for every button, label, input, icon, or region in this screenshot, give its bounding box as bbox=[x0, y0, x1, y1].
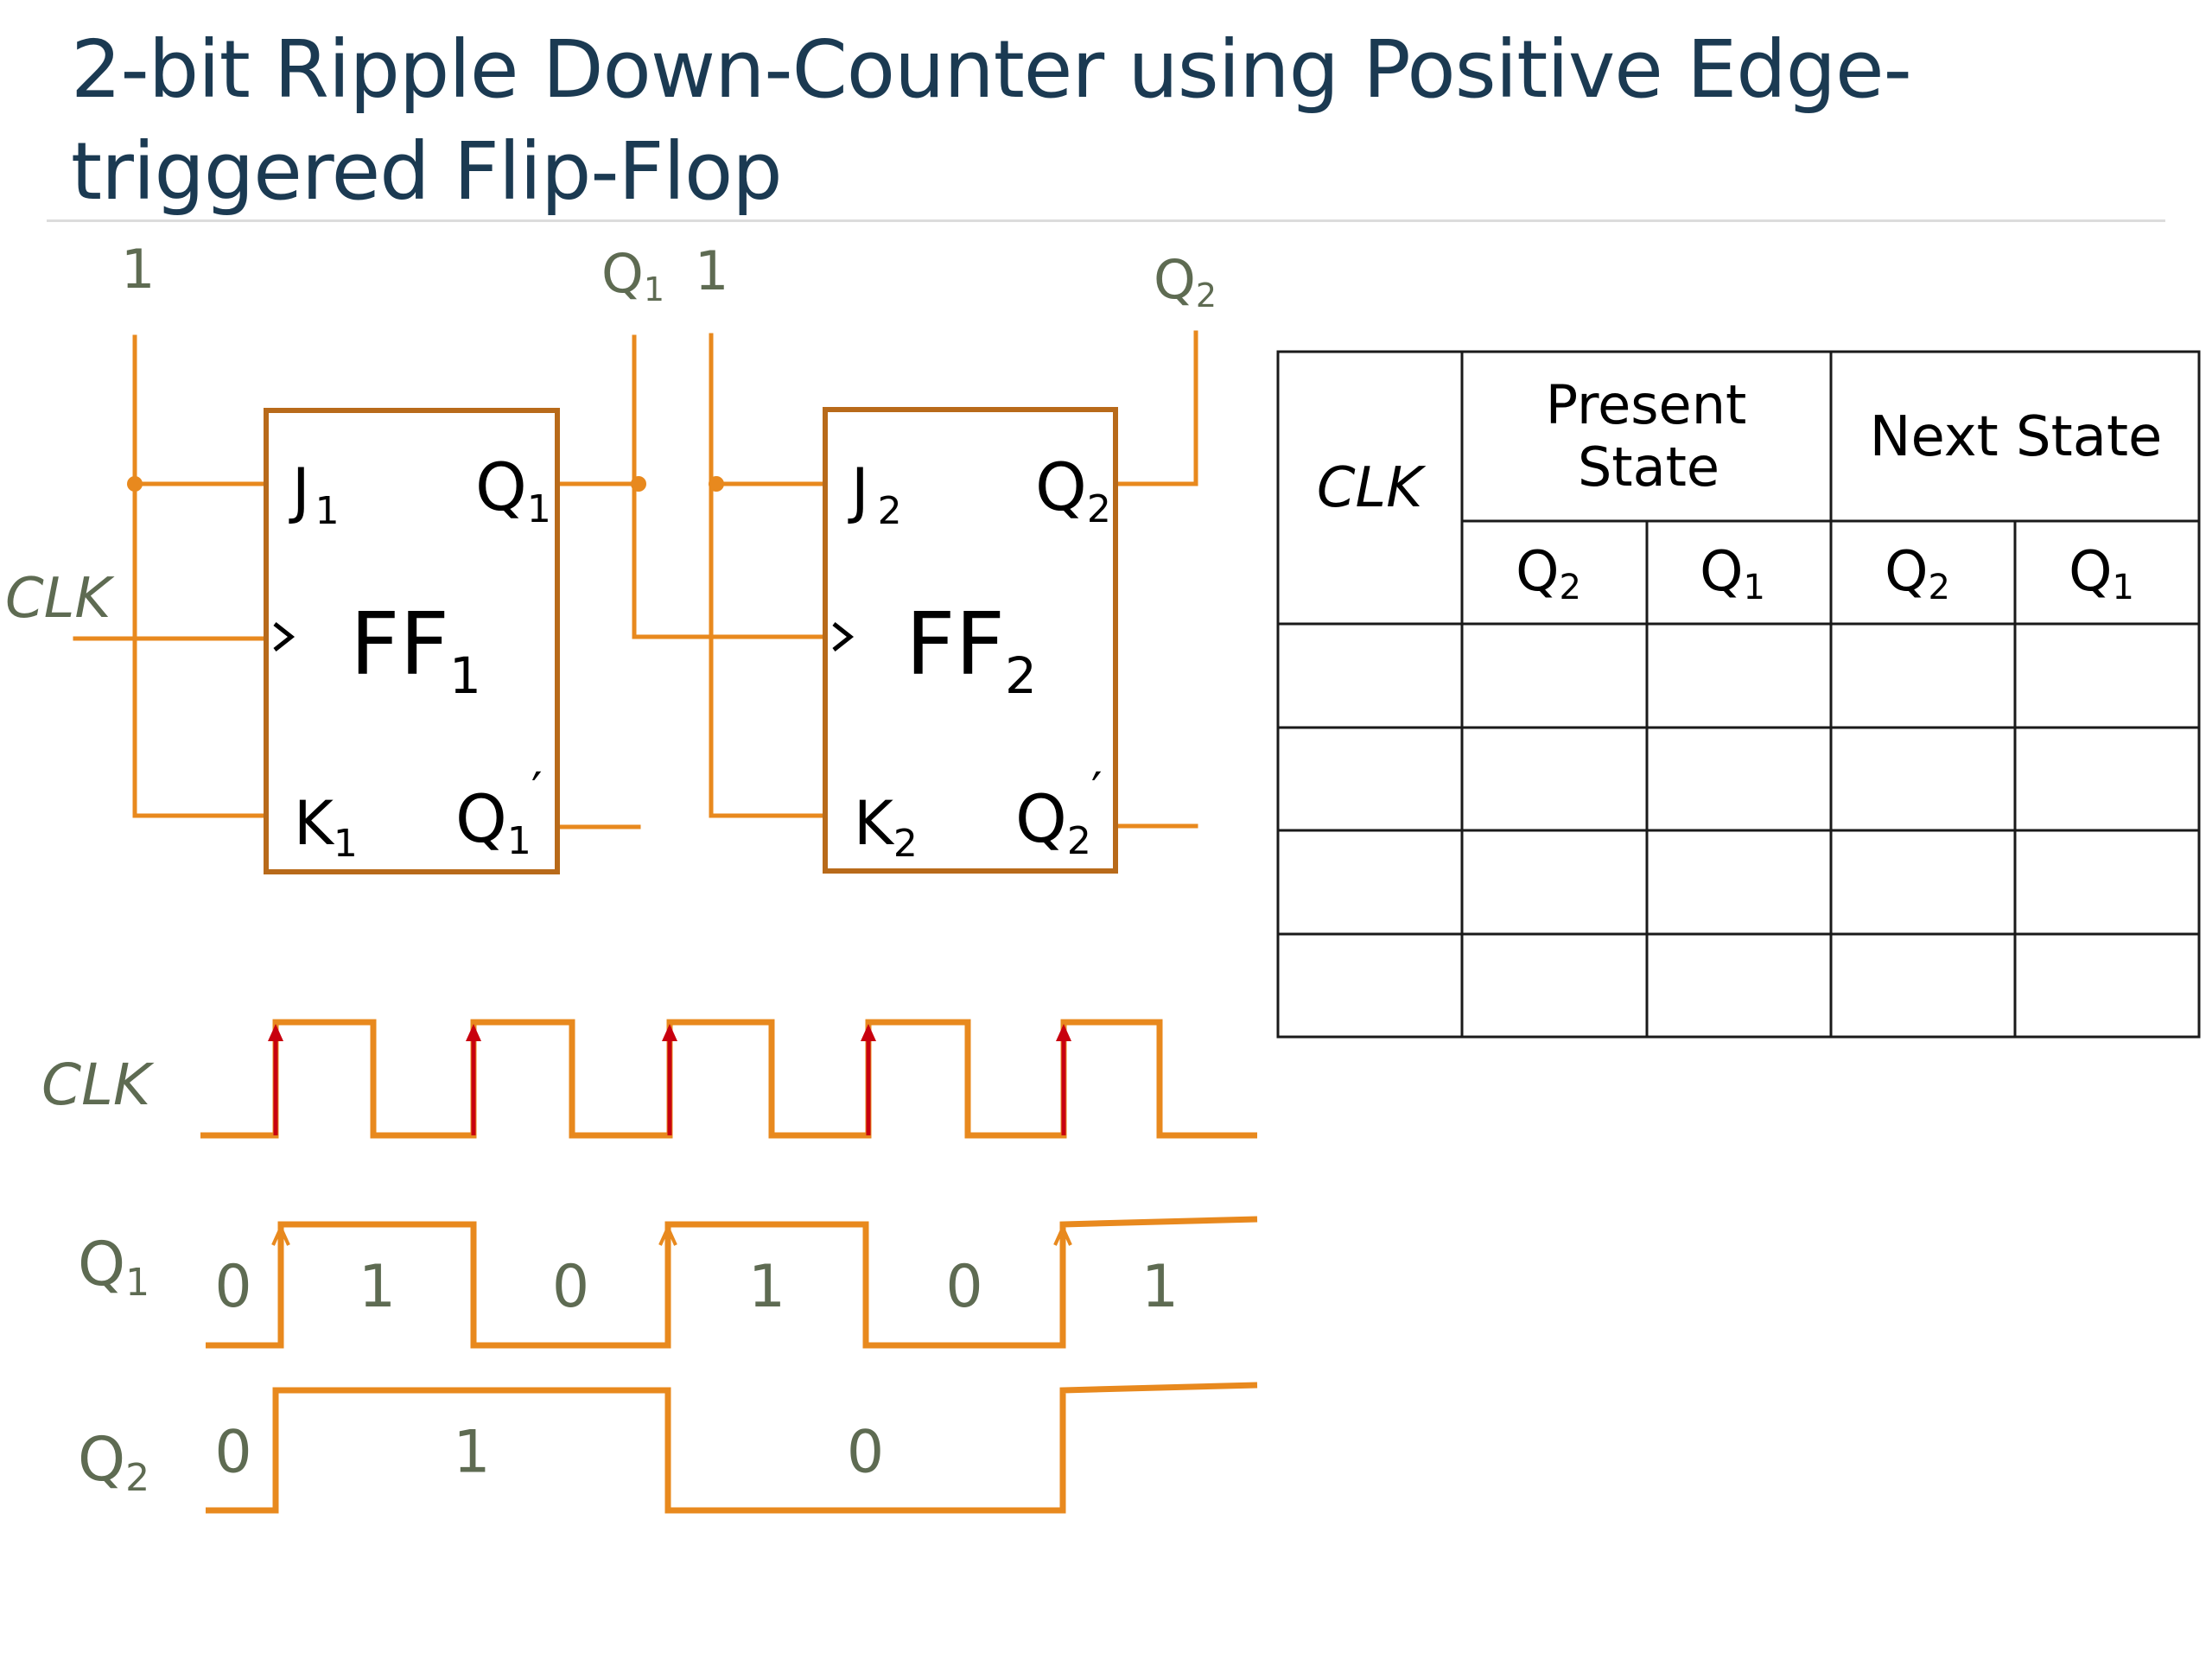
ff2-jk-input-label: 1 bbox=[695, 239, 728, 302]
ff2-q-wire bbox=[1113, 330, 1198, 486]
arrowhead-icon bbox=[268, 1024, 283, 1041]
label-sub: 2 bbox=[1196, 276, 1217, 315]
waveform-value-label: 0 bbox=[945, 1253, 982, 1321]
ff1-k-pin: K1 bbox=[294, 788, 358, 866]
waveform-clk bbox=[200, 1019, 1257, 1139]
waveform-value-label: 1 bbox=[453, 1419, 490, 1487]
ff1-box bbox=[264, 408, 560, 874]
ff2-output-label: Q2 bbox=[1154, 248, 1217, 315]
waveform-value-label: 1 bbox=[748, 1253, 785, 1321]
arrowhead-icon bbox=[861, 1024, 876, 1041]
ff1-name: FF1 bbox=[350, 594, 481, 705]
waveform-value-label: 1 bbox=[359, 1253, 396, 1321]
arrowhead-icon bbox=[662, 1024, 677, 1041]
clock-edge-triangle-icon bbox=[832, 622, 855, 652]
arrowhead-icon bbox=[1053, 1224, 1072, 1246]
waveform-q1 bbox=[206, 1216, 1258, 1349]
waveform-q2 bbox=[206, 1382, 1258, 1514]
ff2-qbar-pin: Q2′ bbox=[1015, 763, 1103, 863]
waveforms bbox=[200, 1019, 1258, 1514]
arrowhead-icon bbox=[1056, 1024, 1071, 1041]
header-clk: CLK bbox=[1317, 456, 1427, 520]
timing-label-clk: CLK bbox=[41, 1052, 155, 1118]
junction-dot bbox=[709, 476, 724, 492]
header-next-state: Next State bbox=[1870, 405, 2163, 469]
timing-label-q1: Q1 bbox=[78, 1229, 149, 1305]
clock-edge-triangle-icon bbox=[273, 622, 296, 652]
title-separator bbox=[47, 219, 2165, 222]
ff2-k-wire bbox=[709, 333, 828, 818]
subheader-present-q2: Q2 bbox=[1516, 540, 1581, 607]
svg-text:Q1: Q1 bbox=[601, 242, 664, 308]
timing-label-q2: Q2 bbox=[78, 1424, 149, 1500]
timing-diagram: CLK Q1 Q2 0 1 0 1 0 1 0 1 0 bbox=[41, 1019, 1258, 1514]
header-present-line2: State bbox=[1578, 435, 1719, 499]
circuit-wires bbox=[73, 330, 1198, 830]
ff1-q-pin: Q1 bbox=[475, 448, 551, 531]
svg-text:Q2: Q2 bbox=[1154, 248, 1217, 315]
table-border bbox=[1276, 350, 2201, 1039]
ff1-jk-input-label: 1 bbox=[121, 238, 155, 301]
arrowhead-icon bbox=[271, 1224, 290, 1246]
ff2-clock-input-label: Q1 bbox=[601, 242, 664, 308]
waveform-value-label: 0 bbox=[214, 1253, 251, 1321]
junction-dot bbox=[631, 476, 646, 492]
waveform-value-label: 1 bbox=[1141, 1253, 1179, 1321]
header-present-line1: Present bbox=[1546, 373, 1747, 436]
label-sub: 1 bbox=[644, 270, 664, 308]
waveform-value-label: 0 bbox=[552, 1253, 589, 1321]
waveform-value-label: 0 bbox=[847, 1419, 884, 1487]
arrowhead-icon bbox=[466, 1024, 481, 1041]
arrowhead-icon bbox=[658, 1224, 677, 1246]
ff2-name: FF2 bbox=[906, 594, 1037, 705]
label-main: Q bbox=[601, 242, 644, 305]
ff2-k-pin: K2 bbox=[854, 788, 918, 866]
subheader-present-q1: Q1 bbox=[1700, 540, 1765, 607]
ff1-qbar-pin: Q1′ bbox=[455, 763, 543, 863]
ff1-k-wire bbox=[132, 334, 269, 818]
waveform-value-labels: 0 1 0 1 0 1 0 1 0 bbox=[214, 1253, 1179, 1487]
ff2-q-pin: Q2 bbox=[1035, 448, 1111, 531]
junction-dot bbox=[127, 476, 143, 492]
state-table: CLK Present State Next State Q2 Q1 Q2 Q1 bbox=[1276, 350, 2201, 1039]
subheader-next-q1: Q1 bbox=[2069, 540, 2134, 607]
ff2-clock-wire bbox=[632, 334, 828, 639]
label-main: Q bbox=[1154, 248, 1196, 311]
subheader-next-q2: Q2 bbox=[1885, 540, 1950, 607]
ff2-box bbox=[823, 407, 1118, 874]
slide-title: 2-bit Ripple Down-Counter using Positive… bbox=[71, 23, 1912, 218]
clk-input-label: CLK bbox=[5, 567, 115, 631]
waveform-value-label: 0 bbox=[214, 1419, 251, 1487]
